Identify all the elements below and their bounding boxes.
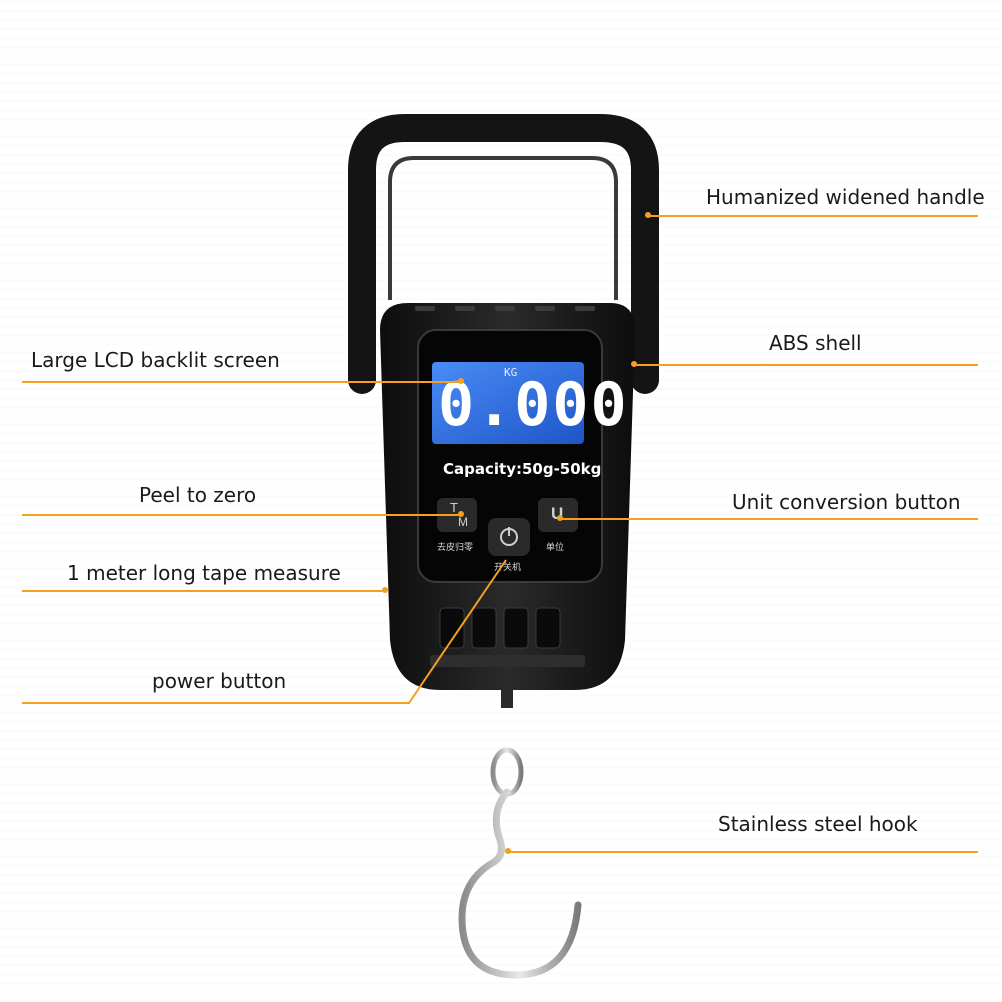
callout-line-power (22, 702, 410, 704)
callout-line-unit (560, 518, 978, 520)
callout-dot-unit (557, 515, 563, 521)
callout-dot-hook (505, 848, 511, 854)
label-power: power button (152, 669, 287, 693)
callout-line-shell (634, 364, 978, 366)
power-button-caption: 开关机 (494, 562, 522, 572)
unit-button-caption: 单位 (546, 542, 565, 552)
label-shell: ABS shell (769, 331, 862, 355)
callout-line-hook (508, 851, 978, 853)
callout-dot-handle (645, 212, 651, 218)
label-handle: Humanized widened handle (706, 185, 985, 209)
lcd-reading: 0.000 (438, 370, 629, 440)
callout-dot-lcd (458, 378, 464, 384)
lcd-unit: KG (504, 366, 518, 379)
callout-line-handle (648, 215, 978, 217)
callout-dot-shell (631, 361, 637, 367)
tare-button-glyph-top[interactable]: T (450, 500, 458, 515)
callout-line-tape (22, 590, 385, 592)
callout-dot-tape (382, 587, 388, 593)
tare-button-caption: 去皮归零 (437, 542, 474, 552)
label-peel: Peel to zero (139, 483, 257, 507)
label-hook: Stainless steel hook (718, 812, 918, 836)
stainless-hook (458, 788, 582, 979)
tare-button-glyph-bottom[interactable]: M (458, 515, 468, 529)
callout-dot-peel (458, 511, 464, 517)
handle (348, 114, 659, 394)
callout-line-peel (22, 514, 462, 516)
label-unit-button: Unit conversion button (732, 490, 961, 514)
label-lcd: Large LCD backlit screen (31, 348, 280, 372)
label-tape: 1 meter long tape measure (67, 561, 341, 585)
capacity-text: Capacity:50g-50kg (443, 460, 602, 478)
callout-line-lcd (22, 381, 462, 383)
unit-button-glyph[interactable]: U (551, 504, 564, 523)
